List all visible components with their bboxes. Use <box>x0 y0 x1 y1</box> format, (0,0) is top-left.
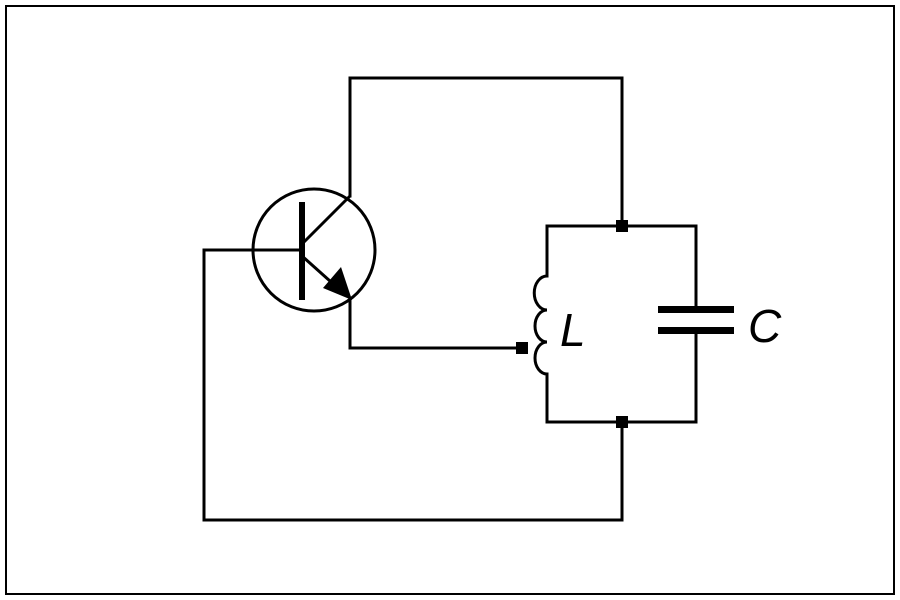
inductor-coil <box>532 274 548 376</box>
junction-tank-top <box>616 220 628 232</box>
junction-inductor-tap <box>516 342 528 354</box>
junction-tank-bottom <box>616 416 628 428</box>
transistor-emitter-arrow <box>323 267 352 300</box>
wire-emitter-to-tap <box>348 296 524 350</box>
frame-border <box>5 5 895 595</box>
transistor-collector-lead <box>300 194 352 246</box>
inductor-label: L <box>560 304 586 356</box>
wire-collector-to-tank <box>348 76 624 228</box>
capacitor-label: C <box>748 300 782 352</box>
transistor-symbol <box>251 187 377 313</box>
capacitor-plate-top <box>658 306 734 313</box>
wires <box>202 76 698 522</box>
wire-base-feedback <box>202 248 624 522</box>
capacitor-plate-bottom <box>658 327 734 334</box>
junctions <box>516 220 628 428</box>
transistor-envelope <box>251 187 377 313</box>
capacitor-symbol <box>658 306 734 334</box>
